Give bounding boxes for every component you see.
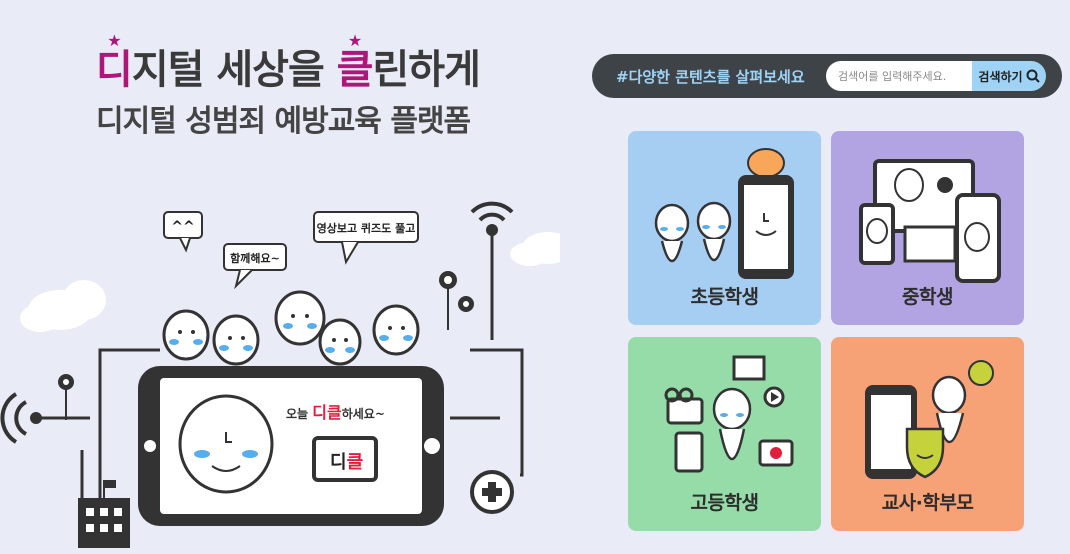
hero-accent-keul: ★클 bbox=[336, 31, 374, 94]
speech-bubble-1 bbox=[163, 211, 203, 253]
wifi-icon bbox=[470, 201, 514, 236]
star-icon: ★ bbox=[107, 31, 121, 50]
plus-circle-icon bbox=[470, 470, 514, 514]
bubble-text-3: 영상보고 퀴즈도 풀고 bbox=[317, 221, 416, 235]
search-bar: #다양한 콘텐츠를 살펴보세요 검색하기 bbox=[592, 54, 1062, 98]
hero-accent-di: ★디 bbox=[96, 31, 133, 94]
search-button[interactable]: 검색하기 bbox=[972, 61, 1046, 91]
shield-illustration-icon bbox=[865, 360, 994, 479]
phone-message: 오늘 디클하세요~ bbox=[286, 403, 385, 422]
big-phone bbox=[138, 366, 444, 526]
hero-title-mid: 지털 세상을 bbox=[131, 47, 337, 93]
audience-cards: 초등학생 중학생 고등학생 bbox=[628, 131, 1026, 531]
search-input[interactable] bbox=[826, 61, 972, 91]
hero-subtitle: 디지털 성범죄 예방교육 플랫폼 bbox=[96, 104, 471, 139]
card-label-teacher-parent: 교사·학부모 bbox=[881, 492, 974, 514]
devices-illustration-icon bbox=[859, 159, 1001, 283]
cloud-icon bbox=[510, 232, 560, 266]
school-building-icon bbox=[78, 480, 130, 548]
hero-title-suffix: 린하게 bbox=[372, 47, 480, 93]
search-hint: #다양한 콘텐츠를 살펴보세요 bbox=[616, 67, 805, 86]
bubble-text-1: ^^ bbox=[171, 219, 194, 235]
cloud-icon bbox=[20, 280, 106, 332]
card-high-school[interactable]: 고등학생 bbox=[628, 337, 821, 531]
search-button-label: 검색하기 bbox=[978, 69, 1023, 84]
flower-icon bbox=[58, 374, 74, 420]
flower-icon bbox=[439, 271, 474, 330]
card-label-elementary: 초등학생 bbox=[690, 286, 759, 308]
character-crowd bbox=[162, 290, 420, 366]
card-middle-school[interactable]: 중학생 bbox=[831, 131, 1024, 325]
elementary-illustration-icon bbox=[654, 148, 794, 279]
card-elementary[interactable]: 초등학생 bbox=[628, 131, 821, 325]
phone-card-logo: 디클 bbox=[330, 452, 363, 473]
star-icon: ★ bbox=[347, 31, 362, 50]
hero-title: ★디지털 세상을 ★클린하게 bbox=[96, 31, 516, 96]
media-illustration-icon bbox=[664, 355, 794, 473]
wifi-icon bbox=[0, 392, 42, 444]
card-teacher-parent[interactable]: 교사·학부모 bbox=[831, 337, 1024, 531]
speech-bubble-2 bbox=[223, 243, 287, 290]
card-label-middle-school: 중학생 bbox=[902, 286, 953, 308]
speech-bubble-3 bbox=[313, 211, 419, 265]
search-icon bbox=[1026, 69, 1040, 83]
hero-headline: ★디지털 세상을 ★클린하게 디지털 성범죄 예방교육 플랫폼 bbox=[96, 31, 516, 144]
card-label-high-school: 고등학생 bbox=[690, 492, 759, 514]
hero-illustration: ^^ 함께해요~ 영상보고 퀴즈도 풀고 bbox=[0, 201, 560, 548]
bubble-text-2: 함께해요~ bbox=[230, 251, 280, 265]
